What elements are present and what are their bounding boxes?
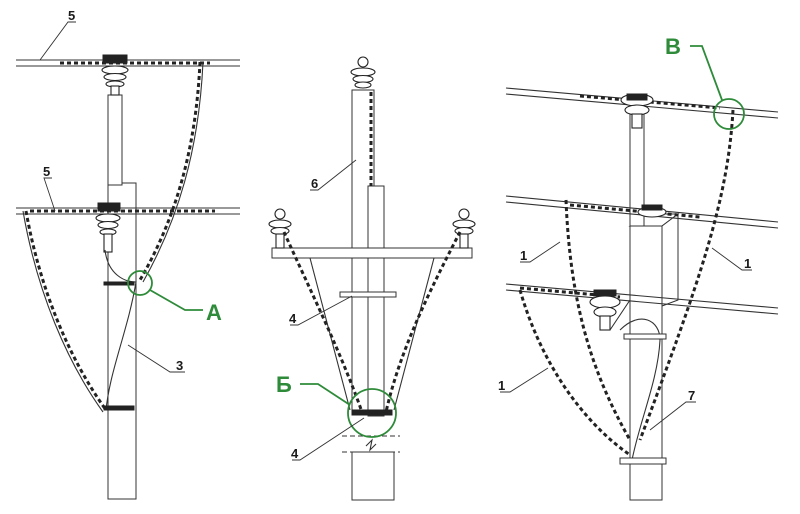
- right-mid-wire-tape: [569, 203, 701, 219]
- left-figure: А 5 5 3: [16, 8, 240, 500]
- center-pole-clamp: [339, 291, 397, 298]
- center-base-clamp: [351, 409, 393, 416]
- left-bottom-clamp: [103, 405, 135, 411]
- left-right-arc-edge: [142, 61, 204, 283]
- center-label-6-leader: [310, 159, 357, 191]
- left-label-5-top: 5: [68, 8, 75, 23]
- left-mid-insulator: [95, 202, 121, 253]
- left-label-3-leader: [127, 344, 185, 373]
- left-label-3: 3: [176, 358, 183, 373]
- right-label-1-top-leader: [520, 241, 561, 263]
- left-label-5-mid-leader: [43, 177, 56, 212]
- right-label-1-right: 1: [744, 256, 751, 271]
- right-cable-left-bottom: [518, 289, 631, 457]
- right-label-1-right-leader: [711, 247, 752, 271]
- center-break-mark: [365, 438, 377, 452]
- center-figure: Б 6 4 4: [268, 56, 476, 501]
- callout-b-leader: [300, 383, 351, 406]
- right-top-insulator: [620, 93, 654, 129]
- center-brace-right: [393, 257, 435, 411]
- left-left-arc-edge: [22, 210, 104, 413]
- callout-b-label: Б: [276, 372, 292, 397]
- right-thin-cable: [619, 318, 661, 461]
- right-low-wire-2: [505, 289, 779, 315]
- center-pole-reinforce: [367, 185, 385, 417]
- right-label-1-bottom-leader: [500, 367, 549, 393]
- callout-a-label: А: [206, 300, 222, 325]
- center-right-cable: [384, 231, 462, 413]
- right-low-insulator: [589, 289, 631, 331]
- right-label-7: 7: [688, 388, 695, 403]
- callout-v-leader: [690, 45, 723, 101]
- center-label-4-top: 4: [289, 311, 297, 326]
- left-right-arc-cable: [138, 61, 202, 281]
- callout-a-circle: [127, 270, 153, 296]
- center-label-4-bottom: 4: [291, 446, 299, 461]
- left-mid-clamp: [103, 281, 135, 286]
- callout-b-circle: [347, 388, 397, 438]
- left-top-insulator: [101, 54, 129, 96]
- right-cable-left-top: [564, 199, 632, 441]
- callout-v-label: В: [665, 34, 681, 59]
- center-label-4-top-leader: [290, 295, 353, 326]
- right-low-wire: [505, 283, 779, 309]
- center-brace-left: [309, 257, 351, 411]
- center-label-6: 6: [311, 176, 318, 191]
- right-cable-from-v: [638, 109, 735, 441]
- center-top-insulator: [350, 56, 376, 89]
- right-mid-insulator: [637, 204, 667, 218]
- right-low-wire-tape: [519, 286, 621, 299]
- left-pole-top: [107, 94, 123, 186]
- right-low-bracket: [609, 299, 631, 331]
- left-label-5-top-leader: [39, 21, 76, 61]
- right-label-1-top: 1: [520, 248, 527, 263]
- center-crossarm: [271, 247, 473, 259]
- left-label-5-mid: 5: [43, 164, 50, 179]
- right-label-1-bottom: 1: [498, 378, 505, 393]
- center-label-4-bottom-leader: [292, 417, 365, 461]
- callout-a-leader: [149, 289, 203, 311]
- right-upper-clamp: [623, 333, 667, 340]
- left-left-arc-cable: [24, 210, 108, 411]
- right-figure: В 1 1 1 7: [498, 34, 779, 501]
- center-left-cable: [282, 231, 364, 413]
- callout-v-circle: [713, 98, 745, 130]
- right-lower-clamp: [619, 457, 667, 465]
- right-pole-side: [661, 213, 679, 307]
- center-left-insulator: [268, 208, 292, 249]
- right-label-7-leader: [649, 401, 696, 431]
- center-pole-lower: [351, 451, 395, 501]
